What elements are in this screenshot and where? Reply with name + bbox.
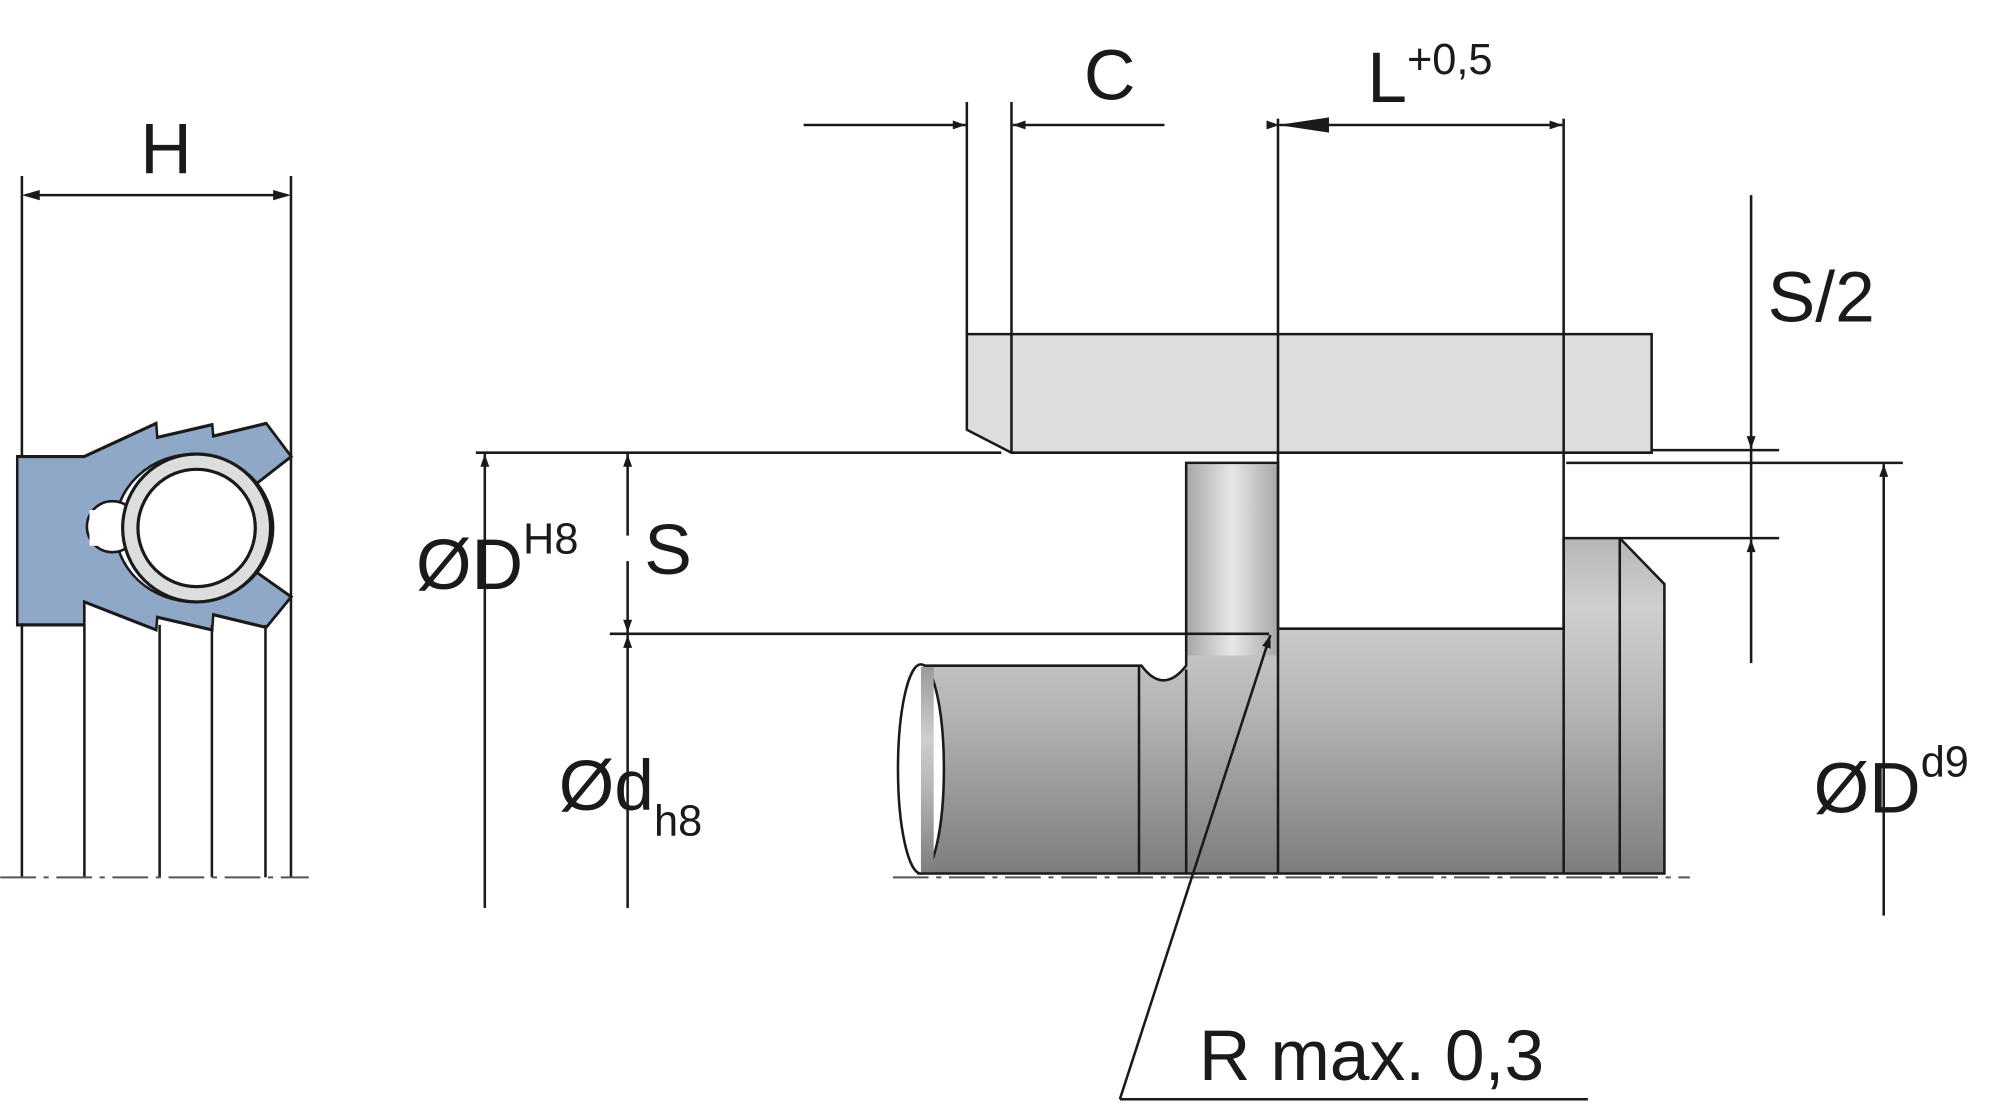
dimensions: C L+0,5 ØDH8 S Ødh8 S/2 ØDd9 xyxy=(416,35,1969,1101)
shaft-body xyxy=(917,461,1666,875)
dim-groove-label: ØDd9 xyxy=(1814,739,1969,829)
dim-C-label: C xyxy=(1084,35,1136,115)
spring-ring-inner xyxy=(136,467,257,589)
dim-bore-label: ØDH8 xyxy=(416,515,579,605)
housing-body xyxy=(965,332,1653,454)
radius-leader xyxy=(1118,634,1272,1100)
shaft xyxy=(892,461,1690,879)
radius-label: R max. 0,3 xyxy=(1199,1016,1544,1096)
shaft-collar xyxy=(1187,464,1277,656)
housing xyxy=(965,332,1653,454)
dim-H-label: H xyxy=(140,109,192,189)
dim-rod-label: Ødh8 xyxy=(559,746,702,846)
seal-cross-section: H xyxy=(0,109,309,879)
dim-S-label: S xyxy=(644,510,692,590)
dim-L-label: L+0,5 xyxy=(1367,36,1492,118)
dim-S-half-label: S/2 xyxy=(1768,257,1875,337)
